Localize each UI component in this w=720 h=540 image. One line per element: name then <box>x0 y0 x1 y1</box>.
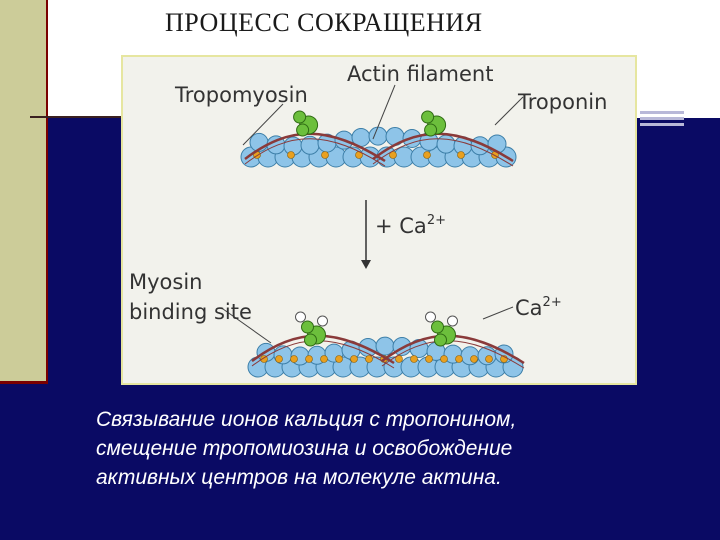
calcium-ion <box>447 315 458 327</box>
binding-site <box>321 151 329 159</box>
troponin-subunit <box>293 110 307 124</box>
decorative-stripes <box>640 111 684 127</box>
binding-site <box>350 355 358 363</box>
side-accent-bar <box>0 0 46 383</box>
troponin-subunit <box>304 333 317 347</box>
binding-site <box>457 151 465 159</box>
binding-site <box>275 355 283 363</box>
label-troponin: Troponin <box>517 90 607 114</box>
binding-site <box>455 355 463 363</box>
label-calcium-step-charge: 2+ <box>427 213 446 228</box>
binding-site <box>425 355 433 363</box>
binding-site <box>485 355 493 363</box>
actin-bead <box>436 134 456 154</box>
calcium-ion <box>317 315 328 327</box>
actin-diagram: Tropomyosin Actin filament Troponin + Ca… <box>121 55 637 385</box>
arrow-head-icon <box>361 260 371 269</box>
troponin-subunit <box>421 110 435 124</box>
binding-site <box>365 355 373 363</box>
calcium-leader <box>482 306 514 320</box>
binding-site <box>440 355 448 363</box>
tropomyosin-strand <box>372 138 514 167</box>
troponin-subunit <box>296 123 310 137</box>
troponin-subunit <box>301 320 314 334</box>
caption-line-1: Связывание ионов кальция с тропонином, <box>96 408 517 431</box>
binding-site <box>290 355 298 363</box>
binding-site <box>410 355 418 363</box>
label-calcium-charge: 2+ <box>543 295 562 310</box>
troponin-subunit <box>431 320 444 334</box>
caption-line-3: активных центров на молекуле актина. <box>96 466 502 489</box>
actin-bead <box>460 346 480 366</box>
tropomyosin-leader <box>242 103 284 146</box>
binding-site <box>305 355 313 363</box>
actin-bead <box>375 336 395 356</box>
troponin-subunit <box>424 123 438 137</box>
binding-site <box>320 355 328 363</box>
tropomyosin-strand <box>244 138 386 167</box>
diagram-canvas: Tropomyosin Actin filament Troponin + Ca… <box>129 62 607 378</box>
label-calcium-text: Ca <box>515 296 543 320</box>
label-tropomyosin: Tropomyosin <box>174 83 308 107</box>
calcium-ion <box>295 311 306 323</box>
label-actin-filament: Actin filament <box>347 62 493 86</box>
actin-filament-activated <box>247 311 525 378</box>
binding-site <box>470 355 478 363</box>
label-calcium: Ca2+ <box>515 295 562 320</box>
label-myosin-line1: Myosin <box>129 270 202 294</box>
actin-bead <box>368 126 388 146</box>
actin-filament-relaxed <box>240 110 517 168</box>
side-accent-edge <box>46 0 48 383</box>
binding-site <box>335 355 343 363</box>
slide-title: ПРОЦЕСС СОКРАЩЕНИЯ <box>165 8 483 37</box>
troponin-leader <box>494 96 524 126</box>
actin-leader <box>372 84 396 140</box>
side-accent-base <box>0 381 48 384</box>
label-calcium-step-text: + Ca <box>375 214 427 238</box>
calcium-ion <box>425 311 436 323</box>
header-rule <box>30 116 122 118</box>
binding-site-leader <box>222 308 272 344</box>
binding-site <box>423 151 431 159</box>
slide-caption: Связывание ионов кальция с тропонином, с… <box>96 405 711 492</box>
binding-site <box>395 355 403 363</box>
caption-line-2: смещение тропомиозина и освобождение <box>96 437 513 460</box>
binding-site <box>287 151 295 159</box>
troponin-subunit <box>434 333 447 347</box>
label-myosin-line2: binding site <box>129 300 252 324</box>
label-calcium-step: + Ca2+ <box>375 213 446 238</box>
